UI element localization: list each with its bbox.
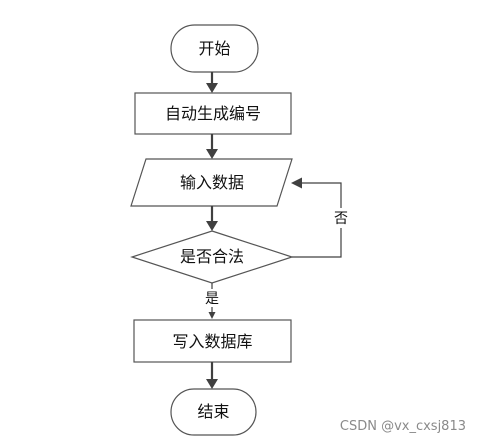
arrow-head (206, 149, 218, 159)
watermark: CSDN @vx_cxsj813 (339, 419, 466, 434)
arrow-head (206, 221, 218, 231)
start-node-label: 开始 (198, 39, 230, 58)
input-data-node: 输入数据 (130, 158, 293, 207)
no-edge-label: 否 (334, 211, 348, 227)
is-valid-node-label: 是否合法 (180, 247, 244, 266)
arrow-head (206, 83, 218, 93)
arrow-head (206, 379, 218, 389)
yes-edge-label: 是 (205, 291, 219, 307)
yes-label-background (202, 289, 222, 307)
arrow-head (291, 177, 302, 189)
end-node: 结束 (170, 388, 257, 436)
write-db-node: 写入数据库 (133, 319, 292, 363)
start-node: 开始 (170, 24, 259, 73)
input-data-node-label: 输入数据 (180, 173, 244, 192)
write-db-node-label: 写入数据库 (172, 332, 252, 351)
end-node-label: 结束 (197, 402, 229, 421)
auto-number-node: 自动生成编号 (134, 92, 292, 135)
arrow-head (208, 312, 216, 319)
auto-number-node-label: 自动生成编号 (165, 104, 261, 123)
no-label-background (332, 208, 350, 228)
is-valid-node: 是否合法 (130, 230, 294, 284)
